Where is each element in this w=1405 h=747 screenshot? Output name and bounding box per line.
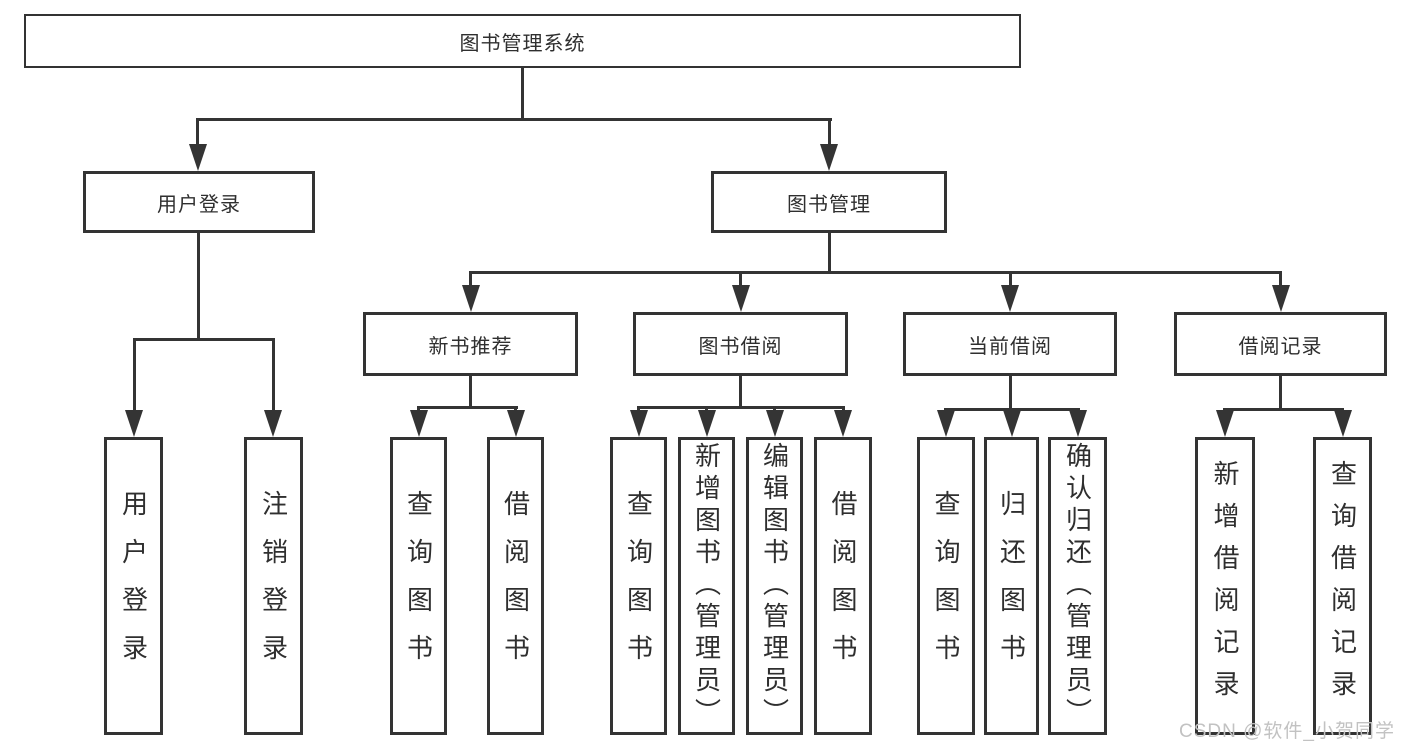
edge-userlogin-shaft-1: [133, 338, 136, 418]
edge-root-arrow-left: [189, 144, 207, 171]
edge-recommend-arrow-1: [410, 410, 428, 437]
edge-bookmgmt-shaft-4: [1279, 271, 1282, 291]
edge-records-stem: [1279, 376, 1282, 411]
edge-root-shaft-right: [828, 118, 831, 152]
edge-records-branch: [1223, 408, 1344, 411]
edge-root-shaft-left: [196, 118, 199, 152]
edge-recommend-branch: [417, 406, 518, 409]
leaf-borrow-books-recommend: 借阅图书: [487, 437, 544, 735]
edge-bookmgmt-shaft-3: [1009, 271, 1012, 291]
leaf-query-borrow-record: 查询借阅记录: [1313, 437, 1372, 735]
edge-root-branch: [196, 118, 832, 121]
node-new-book-recommend: 新书推荐: [363, 312, 578, 376]
leaf-confirm-return-admin: 确认归还（管理员）: [1048, 437, 1107, 735]
edge-bookmgmt-arrow-3: [1001, 285, 1019, 312]
edge-current-arrow-1: [937, 410, 955, 437]
edge-userlogin-arrow-1: [125, 410, 143, 437]
edge-bookmgmt-arrow-2: [732, 285, 750, 312]
edge-bookmgmt-shaft-1: [469, 271, 472, 291]
edge-borrow-branch: [637, 406, 845, 409]
node-book-management: 图书管理: [711, 171, 947, 233]
edge-borrow-arrow-4: [834, 410, 852, 437]
leaf-user-login: 用户登录: [104, 437, 163, 735]
edge-userlogin-arrow-2: [264, 410, 282, 437]
edge-bookmgmt-stem: [828, 233, 831, 274]
edge-userlogin-shaft-2: [272, 338, 275, 418]
leaf-query-books-current: 查询图书: [917, 437, 975, 735]
edge-bookmgmt-arrow-1: [462, 285, 480, 312]
edge-current-branch: [944, 408, 1080, 411]
leaf-logout: 注销登录: [244, 437, 303, 735]
edge-borrow-stem: [739, 376, 742, 409]
edge-userlogin-stem: [197, 233, 200, 338]
edge-borrow-arrow-2: [698, 410, 716, 437]
edge-root-stem: [521, 68, 524, 118]
edge-bookmgmt-branch: [469, 271, 1282, 274]
node-current-borrow: 当前借阅: [903, 312, 1117, 376]
edge-current-stem: [1009, 376, 1012, 411]
edge-bookmgmt-shaft-2: [739, 271, 742, 291]
leaf-add-book-admin: 新增图书（管理员）: [678, 437, 735, 735]
edge-borrow-arrow-1: [630, 410, 648, 437]
leaf-edit-book-admin: 编辑图书（管理员）: [746, 437, 803, 735]
leaf-query-books-borrow: 查询图书: [610, 437, 667, 735]
edge-records-arrow-1: [1216, 410, 1234, 437]
node-system-root: 图书管理系统: [24, 14, 1021, 68]
leaf-add-borrow-record: 新增借阅记录: [1195, 437, 1255, 735]
node-borrow-records: 借阅记录: [1174, 312, 1387, 376]
edge-borrow-arrow-3: [766, 410, 784, 437]
leaf-borrow-books: 借阅图书: [814, 437, 872, 735]
edge-bookmgmt-arrow-4: [1272, 285, 1290, 312]
node-user-login: 用户登录: [83, 171, 315, 233]
node-book-borrow: 图书借阅: [633, 312, 848, 376]
edge-current-arrow-2: [1003, 410, 1021, 437]
edge-recommend-stem: [469, 376, 472, 409]
edge-userlogin-branch: [133, 338, 275, 341]
watermark: CSDN @软件_小贺同学: [1179, 721, 1395, 742]
edge-records-arrow-2: [1334, 410, 1352, 437]
leaf-return-book: 归还图书: [984, 437, 1039, 735]
edge-current-arrow-3: [1069, 410, 1087, 437]
edge-recommend-arrow-2: [507, 410, 525, 437]
leaf-query-books-recommend: 查询图书: [390, 437, 447, 735]
edge-root-arrow-right: [820, 144, 838, 171]
